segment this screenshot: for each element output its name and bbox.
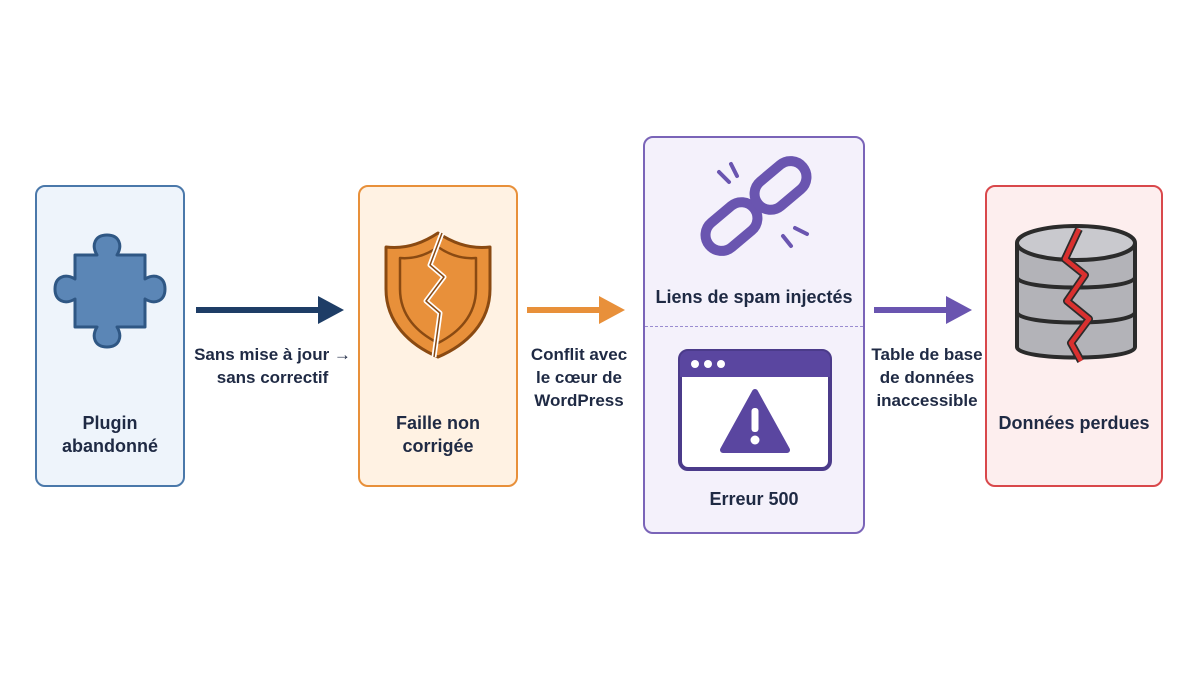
puzzle-icon xyxy=(47,227,172,352)
broken-link-icon xyxy=(691,154,821,259)
arrow-2 xyxy=(527,293,627,327)
browser-warning-icon xyxy=(677,348,833,474)
divider xyxy=(645,326,863,327)
node-consequences: Liens de spam injectés Erreur 500 xyxy=(643,136,865,534)
consequence-label-top: Liens de spam injectés xyxy=(655,287,853,307)
node-donnees-perdues: Données perdues xyxy=(985,185,1163,487)
arrow-3 xyxy=(874,293,974,327)
edge-label-1: Sans mise à jour → sans correctif xyxy=(194,345,351,387)
edge-label-3: Table de base de données inaccessible xyxy=(871,345,983,410)
cracked-database-icon xyxy=(1009,221,1143,371)
arrow-1 xyxy=(196,293,346,327)
node-label: Faille non corrigée xyxy=(395,413,480,456)
consequence-label-bottom: Erreur 500 xyxy=(709,489,799,509)
node-faille-non-corrigee: Faille non corrigée xyxy=(358,185,518,487)
edge-label-2: Conflit avec le cœur de WordPress xyxy=(530,345,628,410)
broken-shield-icon xyxy=(378,227,498,362)
node-label: Plugin abandonné xyxy=(61,413,158,456)
node-plugin-abandonne: Plugin abandonné xyxy=(35,185,185,487)
node-label: Données perdues xyxy=(998,413,1150,433)
